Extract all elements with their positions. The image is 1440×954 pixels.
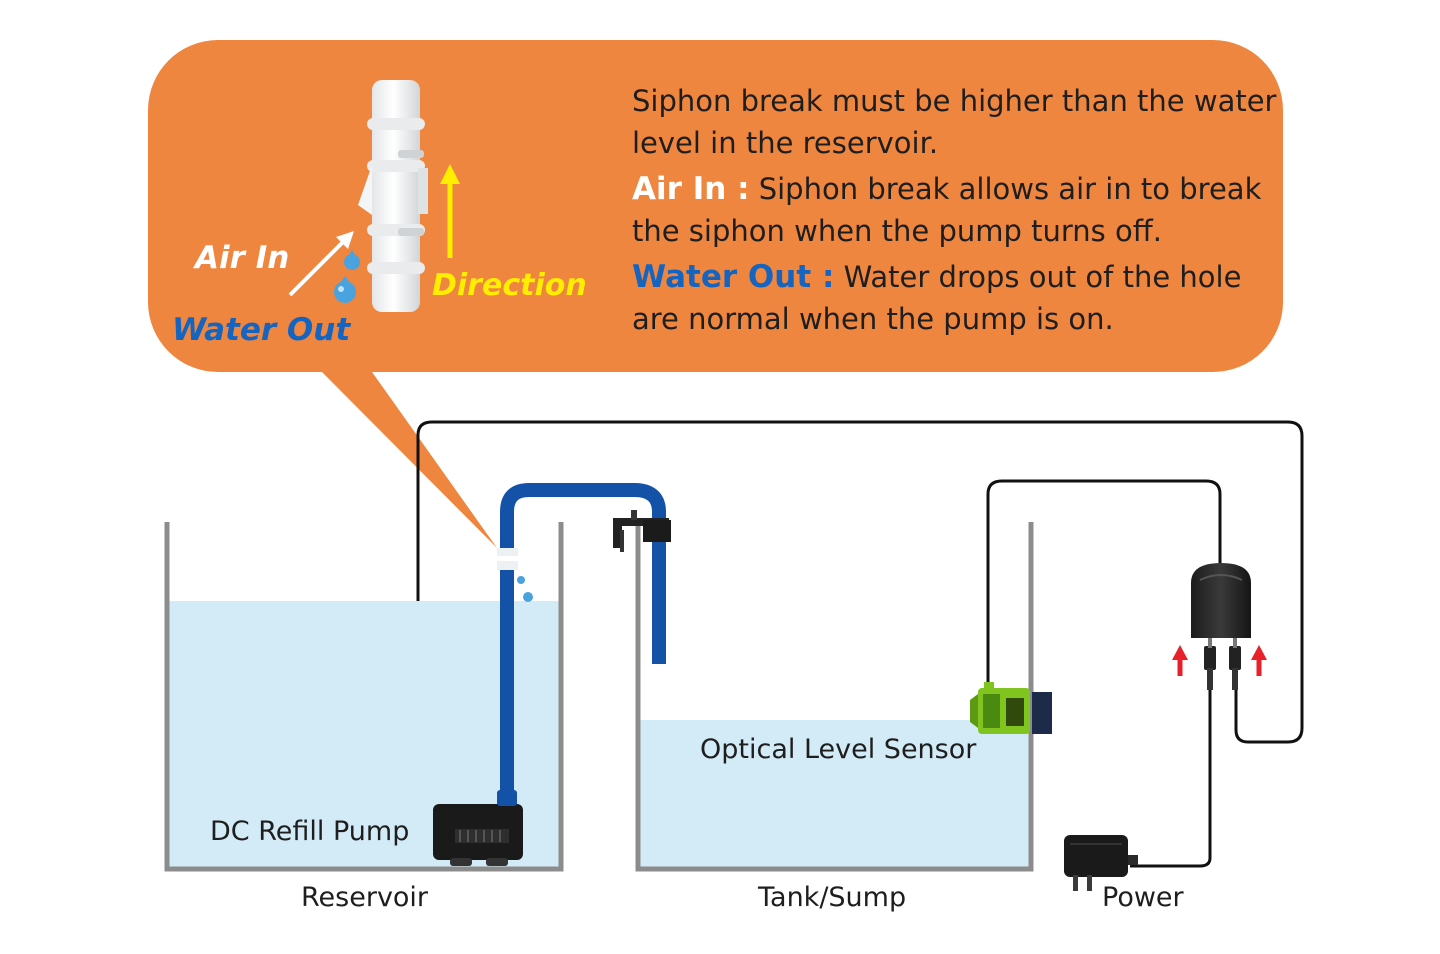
red-up-arrow-left-icon	[1172, 645, 1188, 676]
water-out-label: Water Out	[172, 312, 351, 348]
callout-text: Siphon break must be higher than the wat…	[632, 80, 1292, 340]
air-in-arrow	[288, 231, 354, 297]
water-out-explanation: Water Out : Water drops out of the hole …	[632, 256, 1292, 340]
red-up-arrow-right-icon	[1251, 645, 1267, 676]
water-out-text: Water drops out of the hole are normal w…	[632, 260, 1242, 336]
air-in-label: Air In	[195, 240, 290, 276]
tank-label: Tank/Sump	[758, 882, 907, 913]
direction-arrow	[440, 164, 460, 258]
optical-level-sensor-icon	[970, 682, 1052, 734]
water-drops-icon	[334, 250, 360, 303]
direction-label: Direction	[432, 268, 587, 303]
drip-drops-icon	[517, 576, 533, 602]
tube-holder-clip	[613, 510, 671, 552]
power-adapter-icon	[1064, 835, 1138, 891]
sump-tank	[635, 522, 1034, 872]
siphon-break-detail	[358, 80, 428, 312]
air-in-explanation: Air In : Siphon break allows air in to b…	[632, 168, 1292, 252]
controller-hub-icon	[1191, 563, 1251, 638]
power-label: Power	[1102, 882, 1184, 913]
dc-plug-right-icon	[1229, 638, 1241, 690]
pump-label: DC Refill Pump	[210, 816, 410, 847]
callout-bubble	[148, 40, 1283, 548]
refill-tube	[495, 483, 666, 800]
sensor-label: Optical Level Sensor	[700, 734, 977, 765]
air-in-key: Air In :	[632, 171, 750, 207]
air-in-text: Siphon break allows air in to break the …	[632, 172, 1262, 248]
siphon-break-note: Siphon break must be higher than the wat…	[632, 84, 1277, 160]
water-out-key: Water Out :	[632, 259, 835, 295]
dc-refill-pump-icon	[433, 790, 523, 866]
reservoir-label: Reservoir	[301, 882, 429, 913]
dc-plug-left-icon	[1204, 638, 1216, 690]
